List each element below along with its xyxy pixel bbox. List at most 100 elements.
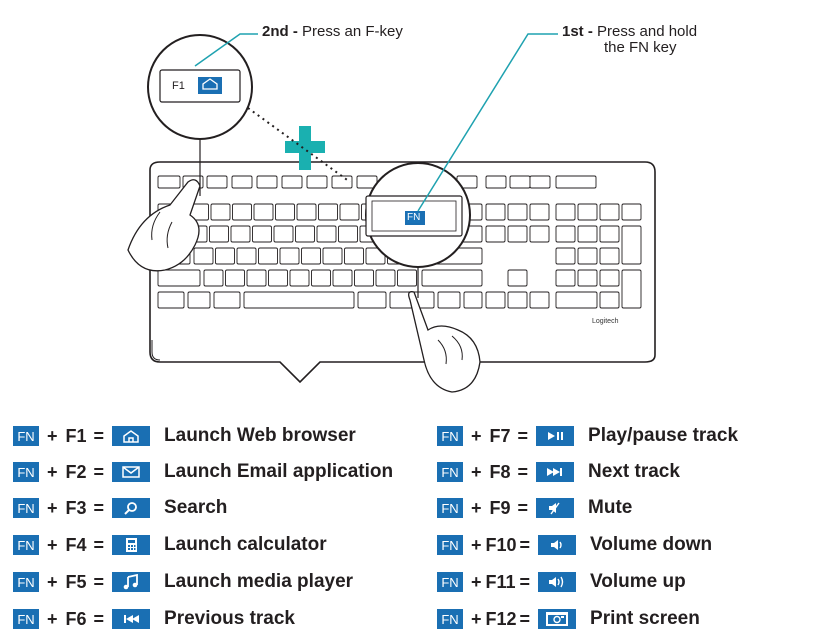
keyboard-key (555, 203, 576, 221)
keyboard-key (599, 203, 620, 221)
right-hand (408, 291, 481, 393)
shortcut-description: Volume up (590, 571, 686, 592)
plus-sign: + (47, 534, 58, 555)
keyboard-key (339, 203, 360, 221)
shortcut-description: Print screen (590, 608, 700, 629)
equals-sign: = (519, 608, 531, 629)
keyboard-key (529, 225, 550, 243)
magnified-f1-label: F1 (172, 80, 185, 92)
keyboard-key (485, 203, 506, 221)
keyboard-key (296, 203, 317, 221)
keyboard-key (246, 269, 267, 287)
keyboard-key (507, 269, 528, 287)
function-key-label: F3 (65, 497, 87, 518)
legend-row-f11: FN+F11=Volume up (437, 571, 686, 593)
keyboard-key (243, 291, 355, 309)
shortcut-description: Launch Email application (164, 461, 394, 482)
keyboard-key (232, 203, 252, 221)
mute-icon (536, 498, 575, 518)
function-key-label: F2 (65, 461, 87, 482)
function-key-label: F1 (65, 425, 87, 446)
plus-sign: + (47, 571, 58, 592)
keyboard-key (599, 269, 620, 287)
keyboard-illustration (127, 33, 656, 393)
function-key-label: F5 (65, 571, 87, 592)
callout-first-text-1: Press and hold (597, 23, 698, 40)
keyboard-key (529, 175, 551, 189)
fn-key-badge: FN (437, 498, 463, 518)
play-pause-icon (536, 426, 575, 446)
fn-key-badge: FN (437, 426, 463, 446)
keyboard-key (206, 175, 228, 189)
keyboard-key (258, 247, 278, 265)
keyboard-key (555, 247, 576, 265)
keyboard-key (273, 225, 294, 243)
keyboard-key (187, 291, 211, 309)
shortcut-description: Launch calculator (164, 534, 327, 555)
keyboard-key (213, 291, 241, 309)
music-note-icon (112, 572, 151, 592)
fn-key-badge: FN (437, 535, 463, 555)
keyboard-key (577, 247, 598, 265)
plus-sign: + (47, 497, 58, 518)
keyboard-key (529, 203, 550, 221)
equals-sign: = (93, 497, 105, 518)
keyboard-key (354, 269, 374, 287)
shortcut-description: Mute (588, 497, 633, 518)
function-key-label: F4 (65, 534, 87, 555)
fn-key-badge: FN (437, 462, 463, 482)
callout-second-label: 2nd - (262, 23, 298, 40)
keyboard-key (289, 269, 310, 287)
function-key-label: F8 (489, 461, 511, 482)
shortcut-description: Play/pause track (588, 425, 739, 446)
equals-sign: = (517, 461, 529, 482)
legend-row-f5: FN + F5 = Launch media player (13, 571, 353, 593)
shortcut-description: Launch media player (164, 571, 354, 592)
search-icon (112, 498, 151, 518)
legend-row-f2: FN+F2=Launch Email application (13, 461, 393, 483)
keyboard-key (338, 225, 358, 243)
keyboard-key (295, 225, 315, 243)
equals-sign: = (93, 571, 105, 592)
keyboard-key (231, 175, 253, 189)
volume-down-icon (538, 535, 577, 555)
fn-key-badge: FN (13, 572, 39, 592)
legend-row-f8: FN+F8=Next track (437, 461, 680, 483)
function-key-label: F11 (485, 571, 516, 592)
keyboard-key (203, 269, 224, 287)
keyboard-key (311, 269, 331, 287)
legend-row-f6: FN+F6=Previous track (13, 608, 295, 630)
keyboard-key (230, 225, 251, 243)
previous-track-icon (112, 609, 151, 629)
keyboard-key (256, 175, 278, 189)
calculator-icon (112, 535, 151, 555)
keyboard-key (485, 291, 506, 309)
keyboard-key (301, 247, 321, 265)
callout-line-2nd (194, 33, 258, 67)
keyboard-key (275, 203, 295, 221)
keyboard-key (555, 175, 597, 189)
keyboard-key (253, 203, 274, 221)
equals-sign: = (519, 534, 531, 555)
keyboard-key (555, 225, 576, 243)
callout-first-label: 1st - (562, 23, 593, 40)
keyboard-key (485, 225, 506, 243)
function-key-label: F12 (485, 608, 517, 629)
volume-up-icon (538, 572, 577, 592)
plus-sign: + (471, 425, 482, 446)
equals-sign: = (93, 425, 105, 446)
keyboard-key (463, 291, 483, 309)
shortcut-description: Volume down (590, 534, 713, 555)
keyboard-key (621, 225, 642, 265)
brand-logo: Logitech (592, 318, 619, 325)
keyboard-edge (151, 340, 161, 361)
keyboard-key (421, 269, 483, 287)
keyboard-key (621, 203, 642, 221)
callout-first-step: 1st - Press and hold the FN key (562, 24, 697, 56)
function-key-label: F7 (489, 425, 511, 446)
print-screen-icon (538, 609, 577, 629)
plus-sign: + (47, 461, 58, 482)
fn-key-badge: FN (13, 535, 39, 555)
keyboard-key (157, 291, 185, 309)
shortcut-description: Search (164, 497, 228, 518)
